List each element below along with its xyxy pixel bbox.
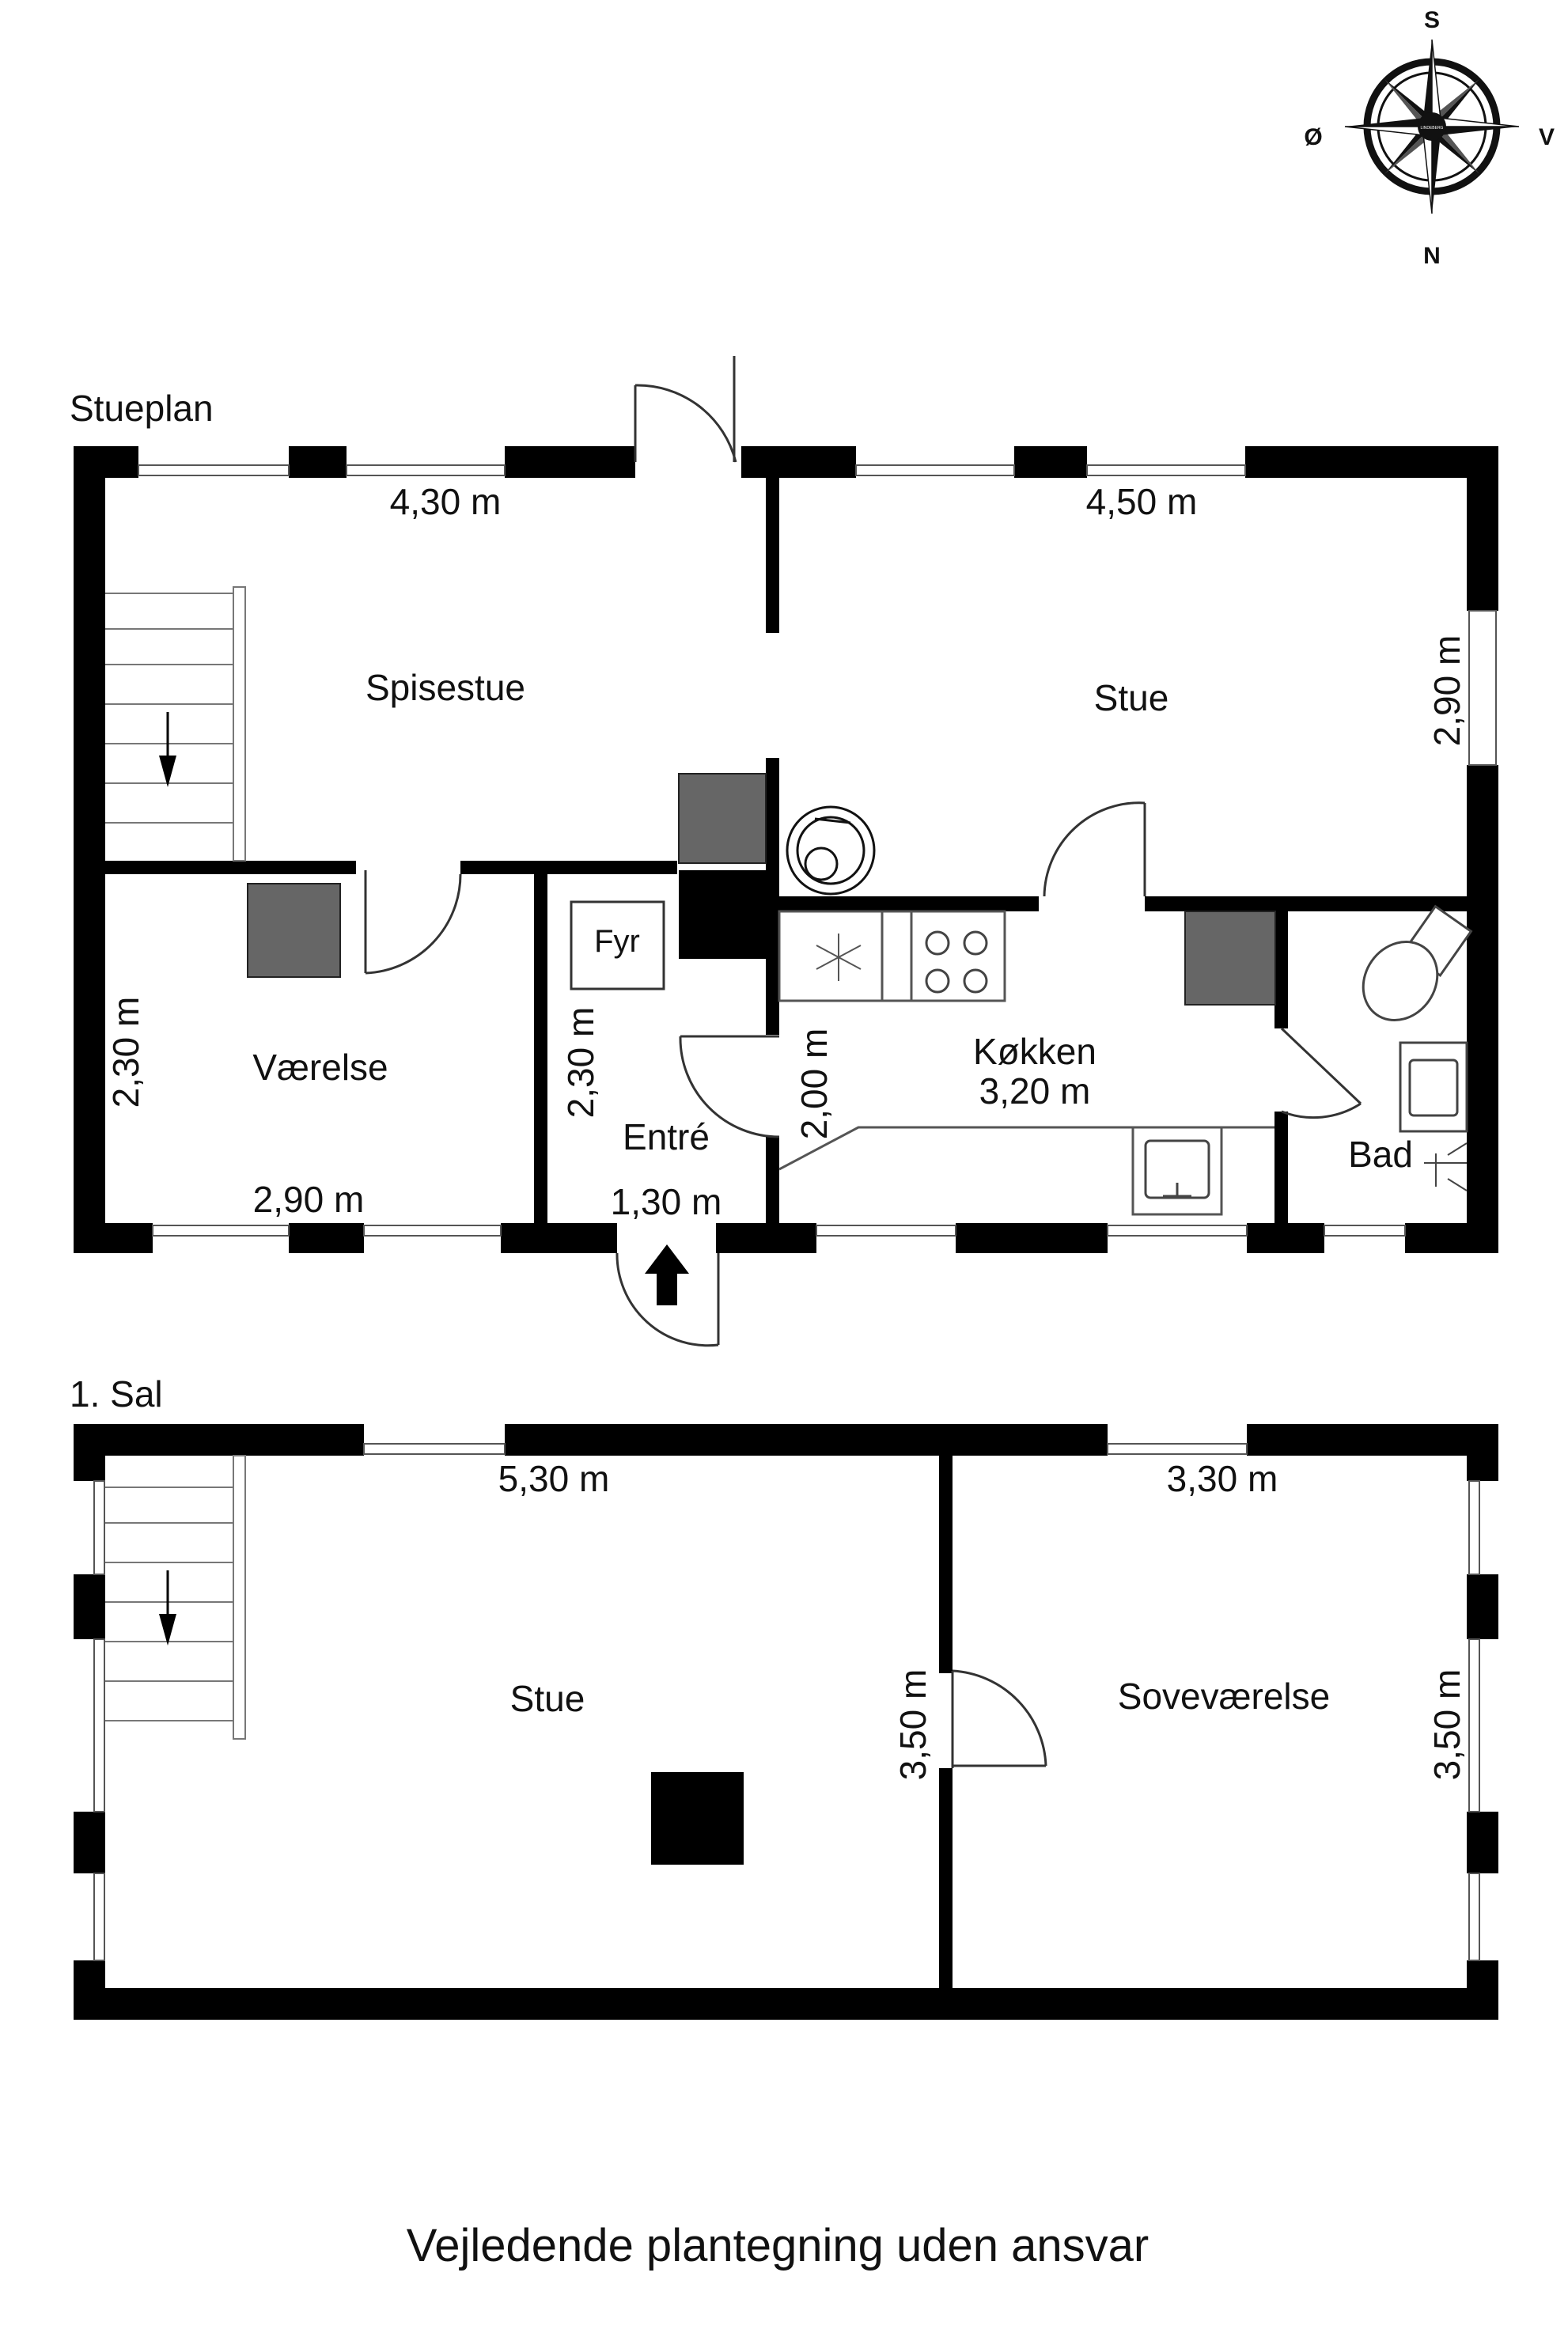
dim-hall-width: 1,30 m [611,1181,722,1222]
bedroom-upstairs-door [951,1669,1047,1768]
room-label-upstairs-living: Stue [510,1678,585,1719]
dim-living-depth: 2,90 m [1426,635,1468,747]
bedroom-door [364,870,462,975]
room-label-hall: Entré [623,1116,710,1157]
dim-bedroom-width: 2,90 m [253,1179,365,1220]
footer-disclaimer: Vejledende plantegning uden ansvar [407,2220,1149,2271]
kitchen-sink-icon [1144,1139,1210,1199]
boiler-box [570,900,665,990]
first-floor-windows [93,1443,1480,1961]
dim-hall-depth: 2,30 m [560,1007,601,1119]
compass-east-label: Ø [1304,124,1322,150]
dim-kitchen-depth: 2,00 m [793,1028,835,1140]
dim-kitchen-width: 3,20 m [979,1070,1091,1112]
dim-dining-width: 4,30 m [390,481,502,522]
room-label-upstairs-bedroom: Soveværelse [1118,1676,1330,1717]
ground-floor-title: Stueplan [70,388,214,429]
dim-upstairs-living-depth: 3,50 m [892,1669,934,1781]
cooktop-icon [925,930,988,994]
ground-floor-walls [74,446,1498,1253]
top-entrance-door [634,356,737,463]
bathroom-sink-icon [1399,1041,1468,1133]
stove-icon [1184,911,1276,1006]
room-label-bedroom: Værelse [252,1047,388,1088]
stove-icon [247,883,341,978]
front-entrance-door [615,1252,720,1347]
room-label-living: Stue [1094,677,1169,718]
kitchen-door [1043,801,1146,897]
room-label-dining: Spisestue [365,667,525,708]
first-floor-walls [74,1424,1498,2020]
stairs-down-arrow-icon [159,712,176,787]
first-floor-stairs [105,1455,246,1740]
compass-center-text: LINDEBERG [1421,126,1444,131]
stove-icon [678,773,767,864]
room-label-kitchen: Køkken [973,1031,1096,1072]
hall-door [679,1035,780,1138]
wood-stove-icon [786,805,876,896]
dim-living-width: 4,50 m [1086,481,1198,522]
compass-north-label: N [1423,243,1441,269]
dim-bedroom-depth: 2,30 m [105,997,146,1108]
entrance-arrow-icon [645,1244,689,1305]
ground-floor-windows [138,464,1497,1237]
freezer-snowflake-icon [816,934,862,981]
compass-south-label: S [1424,7,1440,33]
compass-rose-icon: LINDEBERG [1344,39,1520,214]
dim-upstairs-bedroom-width: 3,30 m [1167,1458,1278,1499]
dim-upstairs-living-width: 5,30 m [498,1458,610,1499]
room-label-boiler: Fyr [594,924,640,959]
first-floor-title: 1. Sal [70,1373,163,1415]
dim-upstairs-bedroom-depth: 3,50 m [1426,1669,1468,1781]
stairs-down-arrow-icon [159,1570,176,1646]
shower-icon [1424,1142,1468,1191]
toilet-icon [1362,904,1473,1022]
bathroom-door [1280,1027,1362,1119]
room-label-bath: Bad [1348,1134,1413,1175]
compass-west-label: V [1539,124,1555,150]
ground-floor-stairs [105,586,246,862]
